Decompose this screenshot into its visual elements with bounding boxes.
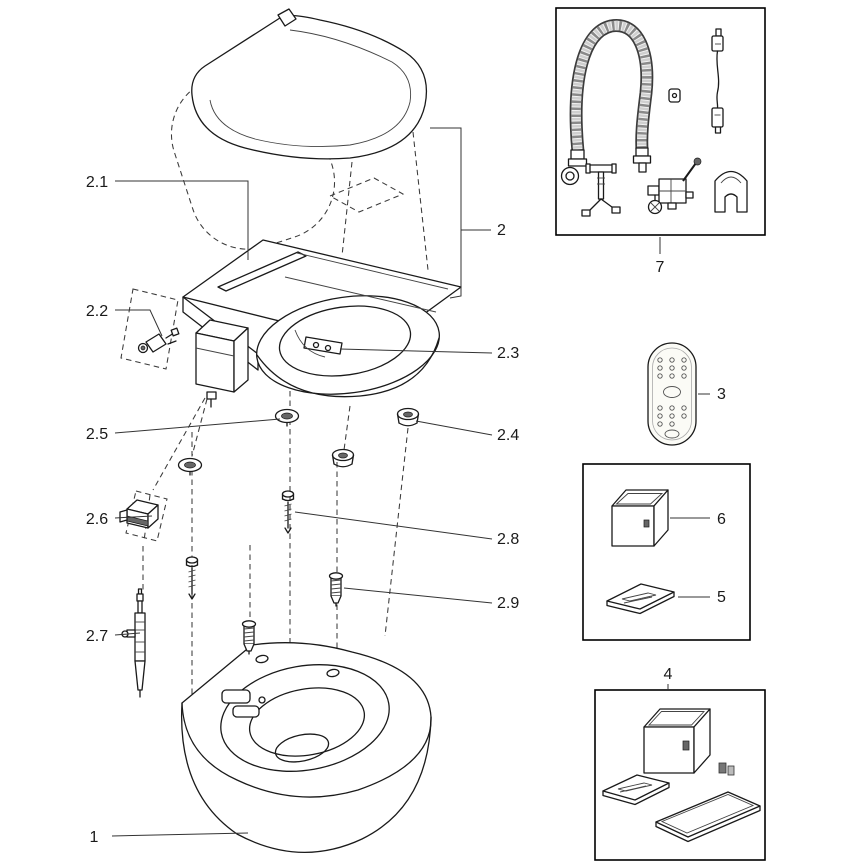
part-2-2-valve <box>137 327 180 354</box>
part-2-4-buffer-a <box>396 407 420 427</box>
callout-label-2-9: 2.9 <box>497 595 519 612</box>
callout-label-2-7: 2.7 <box>86 628 108 645</box>
part-2-4-buffer-b <box>331 448 355 468</box>
callout-label-4: 4 <box>664 666 673 683</box>
part-2-5-damper-b <box>177 457 203 476</box>
water-unit-box <box>195 319 249 408</box>
callout-label-2-5: 2.5 <box>86 426 108 443</box>
inlet-bracket-drawing <box>581 163 621 217</box>
remote-control-drawing <box>647 342 697 446</box>
accessory-box-7 <box>555 7 766 236</box>
packet-in-box-4 <box>602 774 670 806</box>
toilet-lid-drawing <box>191 8 428 160</box>
callout-label-2-6: 2.6 <box>86 511 108 528</box>
part-2-6-bracket <box>119 499 159 529</box>
callout-label-6: 6 <box>717 511 726 528</box>
container-item-6 <box>611 489 669 547</box>
flex-hose-drawing <box>560 19 654 186</box>
clip-drawing <box>668 88 681 103</box>
callout-label-2: 2 <box>497 222 506 239</box>
accessory-box-5-6 <box>582 463 751 641</box>
callout-label-2-2: 2.2 <box>86 303 108 320</box>
callout-label-2-4: 2.4 <box>497 427 519 444</box>
cable-drawing <box>711 28 724 134</box>
callout-leader-lines <box>111 127 710 837</box>
template-sheet-in-box-4 <box>655 791 761 843</box>
part-2-8-screw-b <box>185 556 199 600</box>
valve-assembly-drawing <box>647 157 702 215</box>
part-2-7-valve-rod <box>121 588 146 698</box>
toilet-bowl-drawing <box>180 642 432 853</box>
callout-label-7: 7 <box>656 259 665 276</box>
callout-label-1: 1 <box>90 829 99 846</box>
packet-item-5 <box>606 583 675 615</box>
callout-labels: 2.1 2.2 2.5 2.6 2.7 1 2 2.3 2.4 2.8 2.9 … <box>86 174 726 846</box>
callout-label-2-8: 2.8 <box>497 531 519 548</box>
callout-label-2-1: 2.1 <box>86 174 108 191</box>
callout-label-3: 3 <box>717 386 726 403</box>
small-fittings-in-box-4 <box>718 762 735 776</box>
part-2-8-screw-a <box>281 490 295 534</box>
accessory-box-4 <box>594 689 766 861</box>
container-in-box-4 <box>643 708 711 774</box>
callout-label-5: 5 <box>717 589 726 606</box>
callout-label-2-3: 2.3 <box>497 345 519 362</box>
clamp-drawing <box>714 170 748 213</box>
shower-seat-unit-drawing <box>182 239 462 408</box>
part-2-5-damper-a <box>274 408 300 427</box>
part-2-9-anchor-a <box>328 572 344 607</box>
